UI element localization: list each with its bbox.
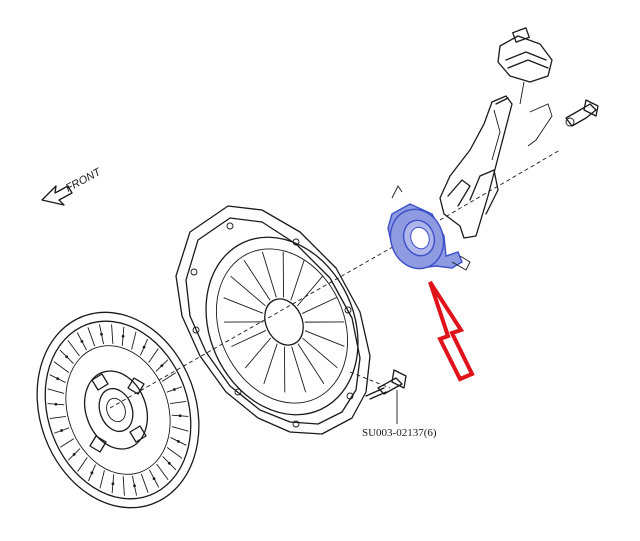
diaphragm-spring xyxy=(223,251,345,393)
pressure-plate xyxy=(175,205,371,435)
disc-hub xyxy=(84,370,148,453)
pointer-arrow xyxy=(428,280,475,382)
mounting-holes xyxy=(190,222,354,428)
part-number-label: SU003-02137(6) xyxy=(362,427,437,439)
clutch-disc xyxy=(36,311,200,509)
release-bearing-highlighted xyxy=(387,185,471,271)
front-label: FRONT xyxy=(64,166,104,195)
release-fork xyxy=(439,95,513,239)
arrow-up-icon xyxy=(428,280,475,382)
friction-pads xyxy=(47,324,189,496)
front-indicator: FRONT xyxy=(41,166,104,206)
bolt xyxy=(365,369,407,424)
fork-boot xyxy=(497,27,553,147)
center-axis xyxy=(109,149,561,409)
arrow-left-icon xyxy=(41,185,73,206)
pivot-bolt xyxy=(565,99,599,127)
